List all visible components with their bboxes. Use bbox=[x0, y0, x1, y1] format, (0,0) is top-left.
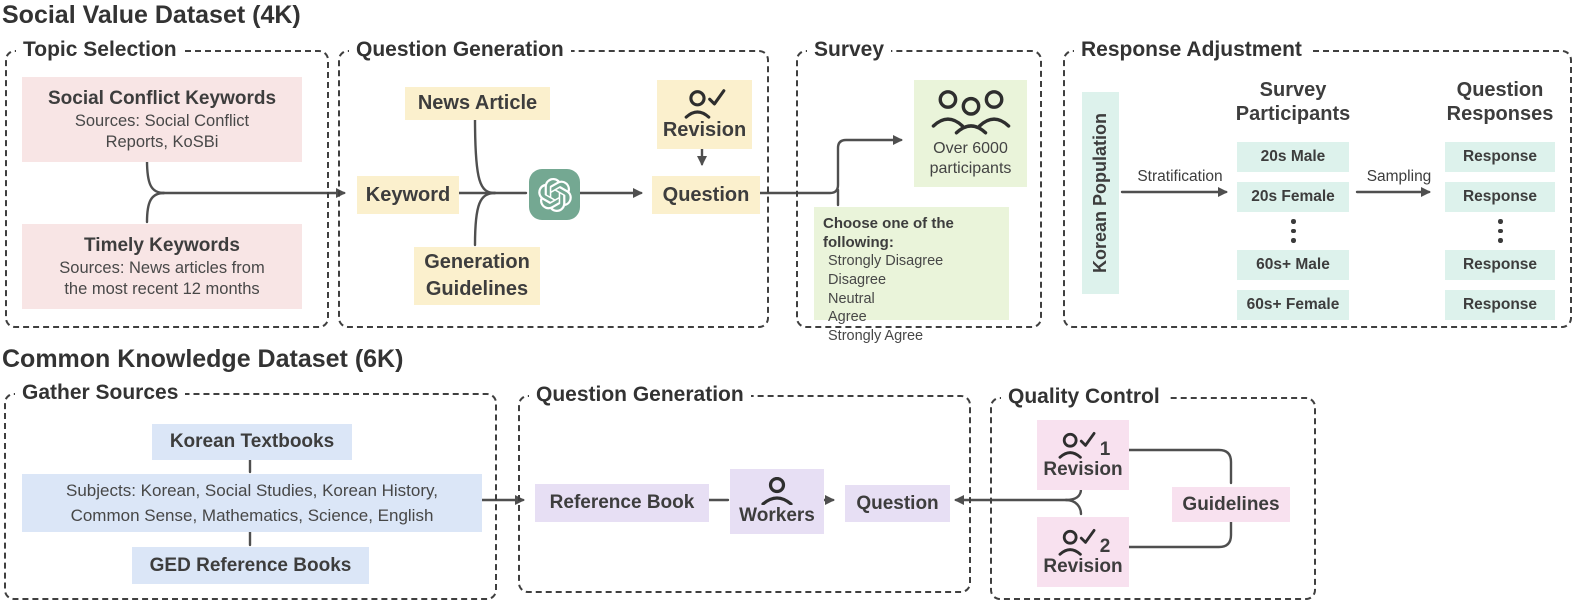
generation-guidelines-box: Generation Guidelines bbox=[414, 247, 540, 305]
section-gather-sources: Gather Sources Korean Textbooks Subjects… bbox=[4, 378, 497, 600]
ellipsis-dots bbox=[1498, 219, 1503, 243]
likert-option: Strongly Disagree bbox=[828, 253, 944, 269]
openai-logo-glyph bbox=[537, 177, 572, 212]
person-check-icon bbox=[684, 89, 725, 119]
guidelines-box: Guidelines bbox=[1172, 487, 1290, 522]
social-conflict-keywords-box: Social Conflict Keywords Sources: Social… bbox=[22, 77, 302, 162]
revision-number: 1 bbox=[1099, 438, 1111, 460]
revision-label: Revision bbox=[662, 119, 747, 141]
revision-label: Revision bbox=[1043, 458, 1123, 480]
likert-option: Strongly Agree bbox=[828, 328, 924, 345]
box-source-line: Sources: News articles from bbox=[59, 258, 265, 277]
news-article-box: News Article bbox=[405, 87, 550, 120]
line-revision1-guidelines bbox=[1125, 448, 1233, 485]
likert-option: Neutral bbox=[828, 290, 875, 307]
keyword-box: Keyword bbox=[357, 176, 459, 214]
response-box: Response bbox=[1445, 290, 1555, 320]
revision-number: 2 bbox=[1099, 535, 1111, 557]
response-box: Response bbox=[1445, 250, 1555, 280]
workers-label: Workers bbox=[739, 504, 815, 526]
sampling-label: Sampling bbox=[1366, 168, 1432, 185]
line-revision2-guidelines bbox=[1125, 519, 1233, 549]
likert-option: Agree bbox=[828, 309, 867, 326]
korean-population-box: Korean Population bbox=[1082, 92, 1119, 294]
section-quality-control: Quality Control 1 Revision 2 bbox=[990, 382, 1316, 600]
subjects-line: Subjects: Korean, Social Studies, Korean… bbox=[66, 481, 438, 500]
person-check-icon bbox=[1058, 528, 1096, 556]
stratification-label: Stratification bbox=[1137, 168, 1223, 185]
section-topic-selection: Topic Selection Social Conflict Keywords… bbox=[5, 35, 329, 328]
header-line: Responses bbox=[1446, 103, 1554, 125]
subjects-line: Common Sense, Mathematics, Science, Engl… bbox=[70, 506, 434, 525]
group-box: 20s Female bbox=[1237, 182, 1349, 212]
korean-population-label: Korean Population bbox=[1090, 112, 1110, 273]
social-value-title: Social Value Dataset (4K) bbox=[2, 1, 301, 29]
box-source-line: Sources: Social Conflict bbox=[74, 111, 250, 130]
question-box: Question bbox=[652, 176, 760, 214]
box-source-line: Reports, KoSBi bbox=[105, 132, 219, 151]
three-people-icon bbox=[931, 89, 1010, 135]
likert-option: Disagree bbox=[828, 271, 887, 288]
header-line: Question bbox=[1456, 79, 1544, 101]
section-label: Gather Sources bbox=[15, 378, 186, 408]
response-box: Response bbox=[1445, 182, 1555, 212]
question-box-ck: Question bbox=[845, 485, 950, 522]
person-icon bbox=[761, 476, 793, 505]
ged-reference-books-box: GED Reference Books bbox=[132, 547, 369, 584]
section-survey: Survey Over 6000 participants Choose one… bbox=[796, 35, 1042, 344]
subjects-box: Subjects: Korean, Social Studies, Korean… bbox=[22, 474, 482, 532]
section-label: Quality Control bbox=[1001, 382, 1167, 412]
group-box: 60s+ Female bbox=[1237, 290, 1349, 320]
person-check-icon bbox=[1058, 431, 1096, 459]
header-line: Survey bbox=[1259, 79, 1327, 101]
line-revision2-merge bbox=[1064, 498, 1083, 516]
group-box: 20s Male bbox=[1237, 142, 1349, 172]
group-box: 60s+ Male bbox=[1237, 250, 1349, 280]
arrow-question-to-participants bbox=[756, 135, 903, 195]
choose-header: Choose one of the following: bbox=[823, 215, 954, 251]
participants-box: Over 6000 participants bbox=[914, 80, 1027, 187]
section-question-generation-ck: Question Generation Reference Book Worke… bbox=[518, 380, 971, 593]
section-question-generation-sv: Question Generation News Article Keyword… bbox=[338, 35, 769, 328]
timely-keywords-box: Timely Keywords Sources: News articles f… bbox=[22, 224, 302, 309]
header-line: Participants bbox=[1235, 103, 1351, 125]
box-title: Timely Keywords bbox=[84, 234, 240, 256]
survey-participants-header: Survey Participants bbox=[1225, 78, 1361, 126]
response-box: Response bbox=[1445, 142, 1555, 172]
ellipsis-dots bbox=[1291, 219, 1296, 243]
korean-textbooks-box: Korean Textbooks bbox=[152, 424, 352, 460]
likert-options-box: Choose one of the following: Strongly Di… bbox=[814, 207, 1009, 344]
workers-box: Workers bbox=[730, 469, 824, 534]
box-source-line: the most recent 12 months bbox=[64, 279, 260, 298]
section-label: Survey bbox=[807, 35, 892, 65]
participants-count-line: Over 6000 bbox=[933, 139, 1008, 157]
section-label: Question Generation bbox=[349, 35, 571, 65]
box-title: Social Conflict Keywords bbox=[47, 87, 277, 109]
guidelines-line: Guidelines bbox=[425, 278, 529, 300]
section-label: Question Generation bbox=[529, 380, 751, 410]
section-label: Topic Selection bbox=[16, 35, 184, 65]
section-label: Response Adjustment bbox=[1074, 35, 1309, 65]
participants-count-line: participants bbox=[929, 159, 1012, 177]
revision-2-box: 2 Revision bbox=[1037, 517, 1129, 587]
openai-gpt-icon bbox=[529, 169, 580, 220]
guidelines-line: Generation bbox=[424, 251, 530, 273]
reference-book-box: Reference Book bbox=[535, 484, 709, 522]
revision-box: Revision bbox=[657, 80, 752, 149]
section-response-adjustment: Response Adjustment Korean Population St… bbox=[1063, 35, 1572, 328]
question-responses-header: Question Responses bbox=[1435, 78, 1565, 126]
revision-label: Revision bbox=[1043, 555, 1123, 577]
common-knowledge-title: Common Knowledge Dataset (6K) bbox=[2, 345, 404, 373]
revision-1-box: 1 Revision bbox=[1037, 420, 1129, 490]
